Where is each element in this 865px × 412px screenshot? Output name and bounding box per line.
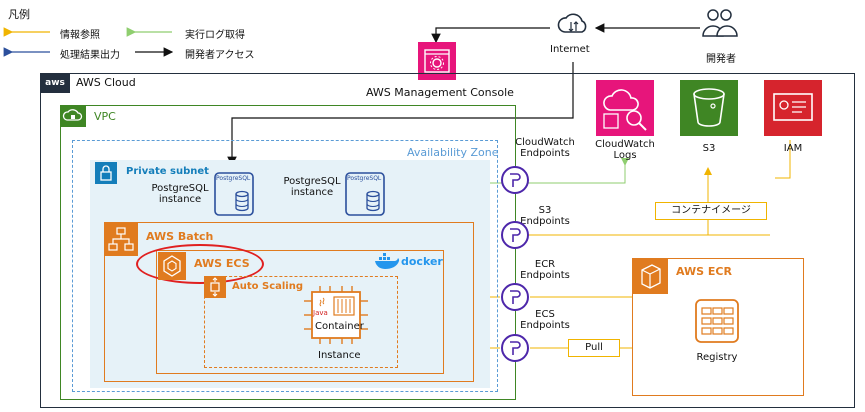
cloudwatch-logs-label: CloudWatch Logs	[595, 139, 655, 161]
internet-label: Internet	[550, 44, 590, 55]
aws-logo-icon: aws	[40, 73, 70, 93]
availability-zone-label: Availability Zone	[407, 146, 499, 159]
auto-scaling-label: Auto Scaling	[232, 281, 304, 292]
cloudwatch-logs-icon	[596, 80, 654, 136]
postgres-1-badge: PostgreSQL	[216, 175, 251, 182]
aws-ecr-label: AWS ECR	[676, 265, 732, 278]
aws-ecs-group	[156, 250, 444, 374]
s3-endpoint-icon	[500, 220, 530, 250]
cloudwatch-endpoints-label: CloudWatch Endpoints	[515, 137, 575, 159]
iam-label: IAM	[783, 143, 803, 154]
aws-ecs-label: AWS ECS	[194, 257, 250, 270]
ec2-instance-chip-icon	[304, 286, 368, 344]
postgresql-db-2-icon	[345, 172, 385, 216]
legend-label-output: 処理結果出力	[60, 50, 120, 61]
cloudwatch-endpoint-icon	[500, 165, 530, 195]
legend-title: 凡例	[8, 8, 30, 21]
iam-id-card-icon	[764, 80, 822, 136]
postgres-2-label: PostgreSQL instance	[283, 176, 341, 198]
lock-icon	[95, 162, 117, 184]
aws-cloud-label: AWS Cloud	[76, 76, 136, 89]
developer-users-icon	[700, 6, 740, 42]
postgresql-db-icon	[214, 172, 254, 216]
ecs-endpoint-icon	[500, 333, 530, 363]
docker-whale-icon	[374, 252, 400, 270]
s3-endpoints-label: S3 Endpoints	[520, 205, 570, 227]
developer-label: 開発者	[706, 54, 736, 65]
aws-ecr-icon	[632, 258, 668, 294]
aws-batch-icon	[104, 222, 138, 256]
vpc-label: VPC	[94, 110, 116, 123]
vpc-cloud-icon	[60, 105, 86, 127]
s3-bucket-icon	[680, 80, 738, 136]
postgres-2-badge: PostgreSQL	[347, 175, 382, 182]
vpc-group	[60, 105, 516, 400]
ecs-highlight-ellipse	[136, 244, 264, 284]
aws-ecr-group	[632, 258, 804, 396]
java-label: Java	[313, 309, 328, 317]
aws-batch-group	[104, 222, 474, 382]
auto-scaling-icon	[204, 276, 226, 298]
aws-ecs-icon	[158, 252, 186, 280]
legend-label-dev: 開発者アクセス	[185, 50, 255, 61]
ecr-registry-icon	[694, 298, 740, 344]
auto-scaling-group	[204, 276, 398, 368]
ecr-endpoints-label: ECR Endpoints	[520, 259, 570, 281]
private-subnet-label: Private subnet	[126, 166, 209, 177]
aws-batch-label: AWS Batch	[146, 230, 214, 243]
instance-label: Instance	[318, 350, 361, 361]
container-label: Container	[315, 321, 364, 332]
legend-label-info: 情報参照	[60, 30, 100, 41]
aws-cloud-group	[40, 73, 855, 408]
registry-label: Registry	[696, 352, 738, 363]
availability-zone-group	[72, 140, 498, 392]
postgres-1-label: PostgreSQL instance	[151, 183, 209, 205]
container-image-box: コンテナイメージ	[655, 202, 767, 220]
ecs-endpoints-label: ECS Endpoints	[520, 309, 570, 331]
management-console-label: AWS Management Console	[366, 86, 514, 99]
internet-cloud-icon	[556, 8, 590, 42]
s3-label: S3	[702, 143, 716, 154]
legend-label-log: 実行ログ取得	[185, 30, 245, 41]
docker-label: docker	[401, 255, 443, 268]
ecr-endpoint-icon	[500, 282, 530, 312]
pull-box: Pull	[568, 339, 620, 357]
